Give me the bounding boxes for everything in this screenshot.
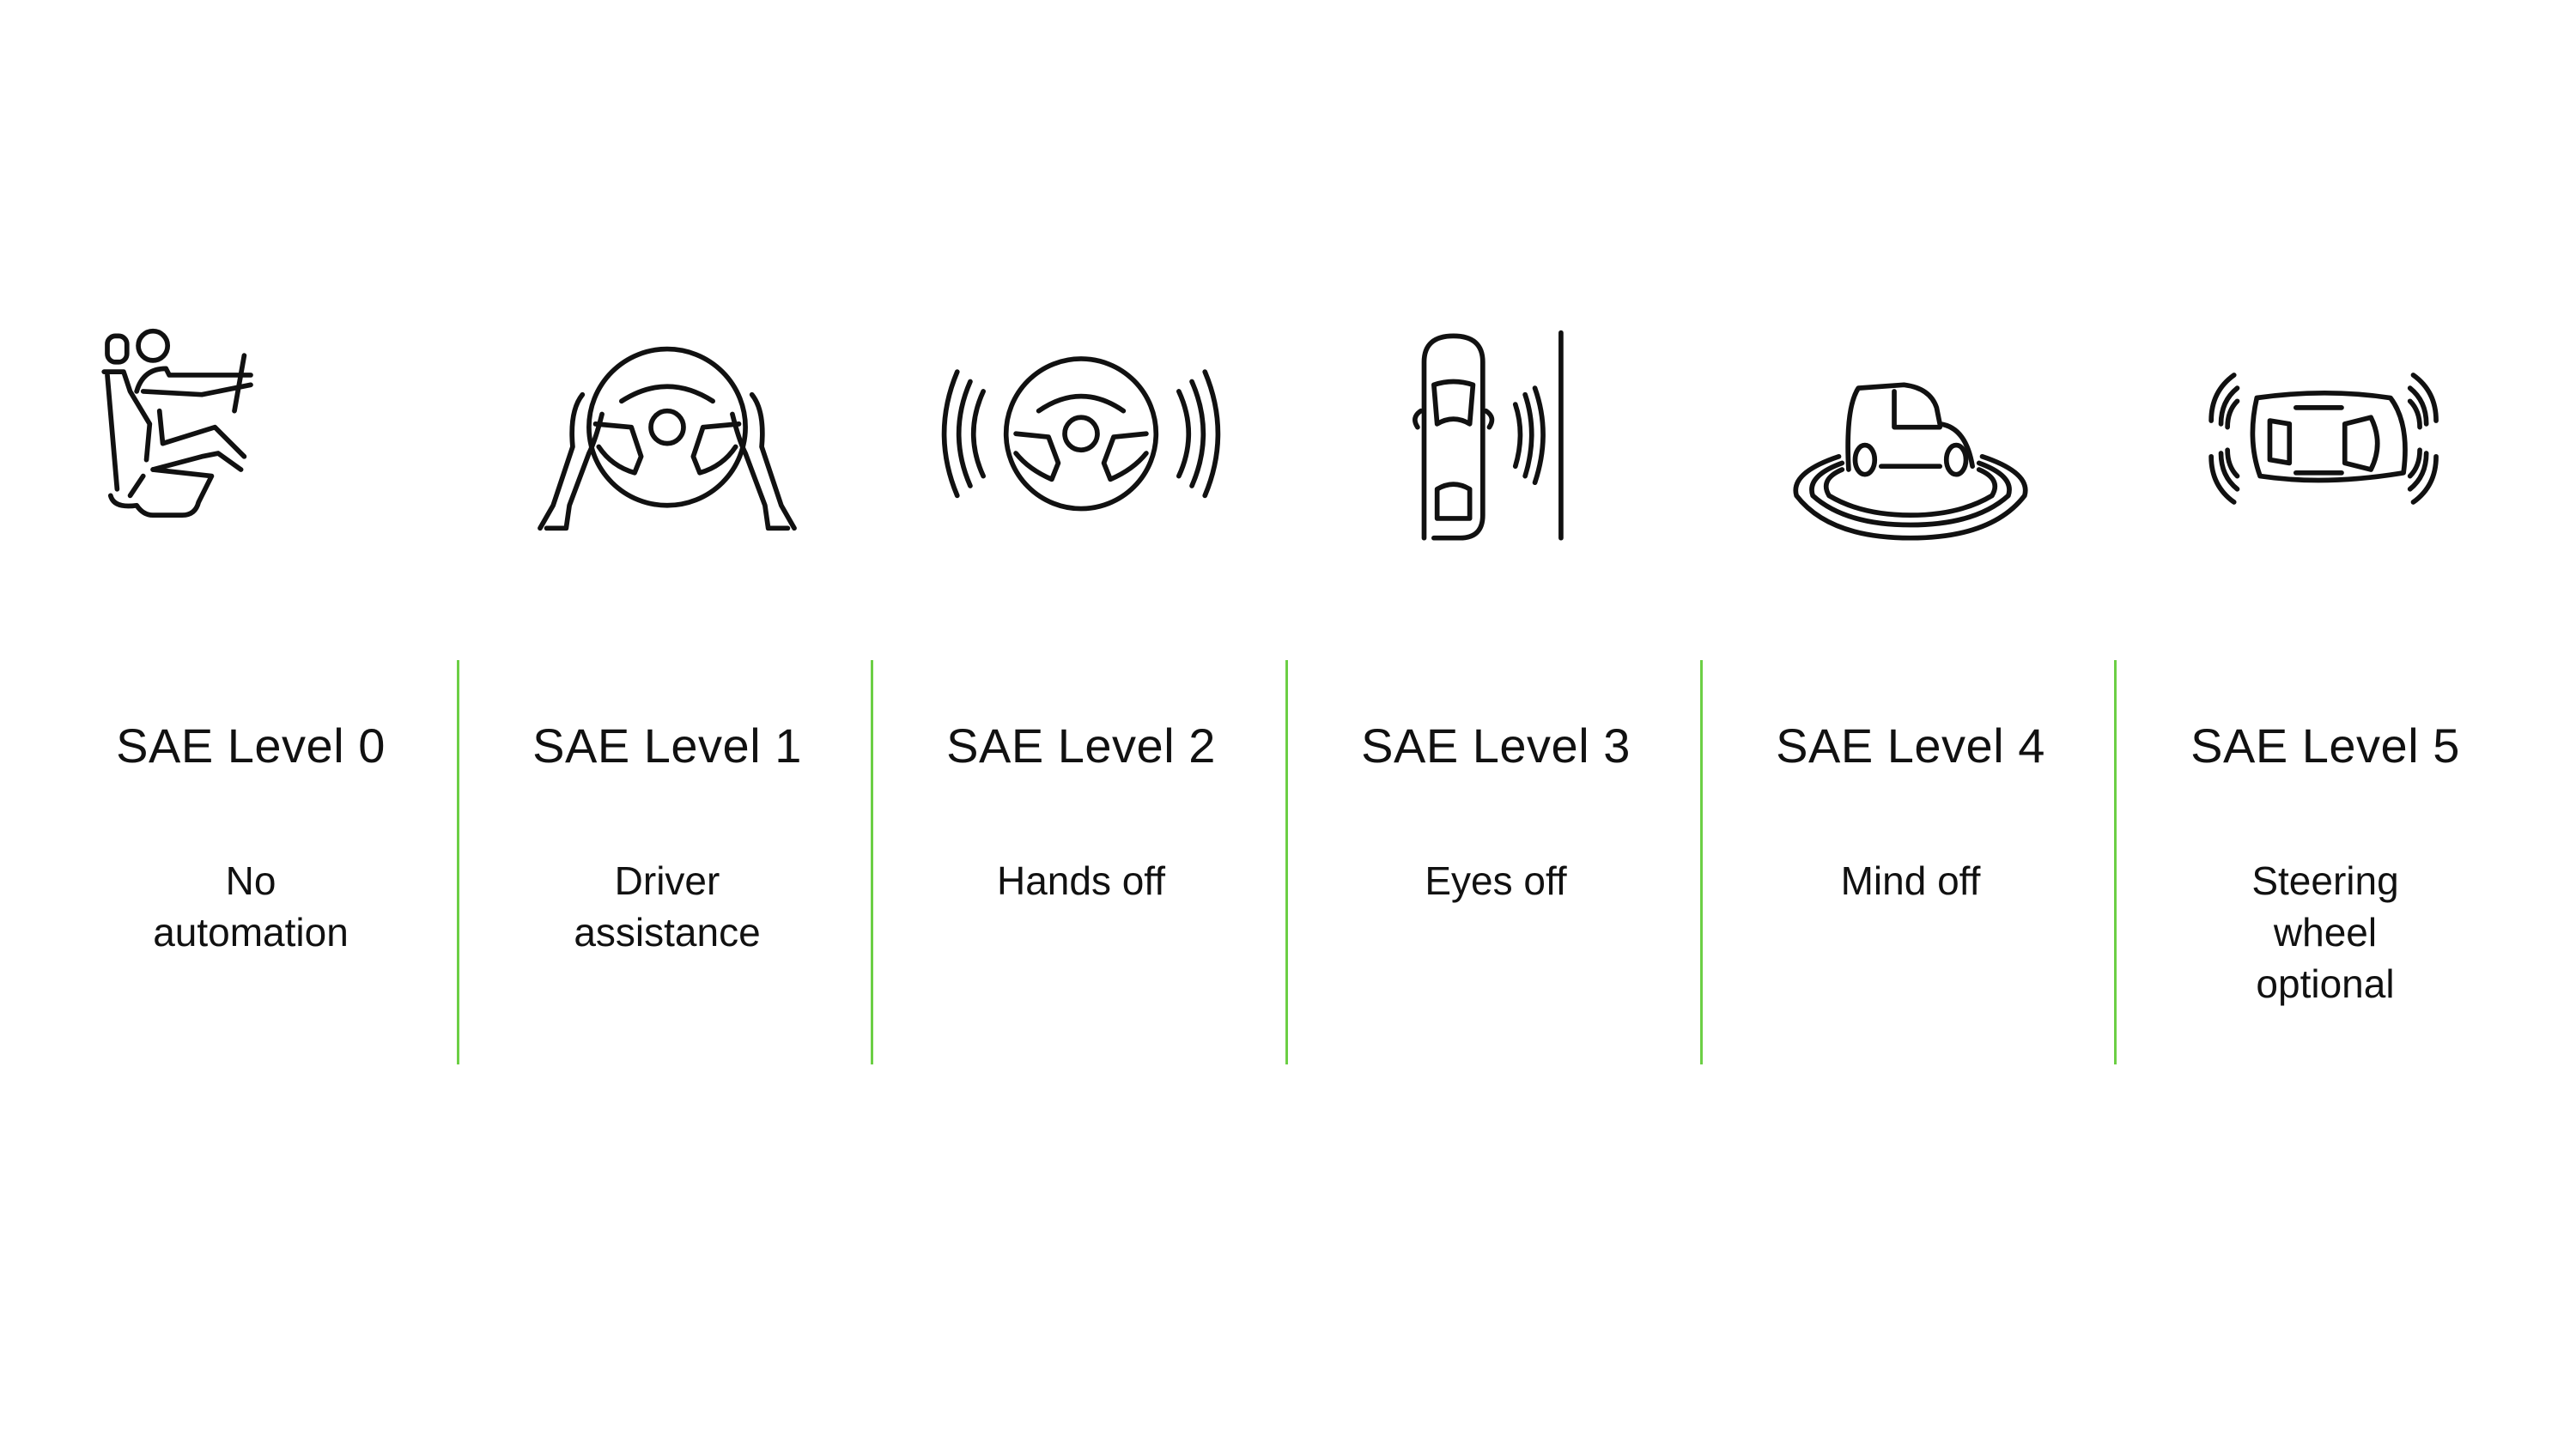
level-column-4: SAE Level 4 Mind off	[1704, 0, 2117, 1449]
description-line: Mind off	[1840, 858, 1981, 903]
hands-on-steering-wheel-icon	[504, 326, 830, 549]
level-column-3: SAE Level 3 Eyes off	[1289, 0, 1703, 1449]
column-divider	[1700, 660, 1703, 1064]
level-title: SAE Level 4	[1776, 718, 2045, 773]
description-line: Hands off	[996, 858, 1166, 903]
level-description: Mind off	[1704, 855, 2117, 906]
description-line: wheel	[2273, 910, 2378, 955]
car-with-rings-icon	[1747, 326, 2074, 549]
column-divider	[2114, 660, 2117, 1064]
steering-wheel-waves-icon	[918, 326, 1244, 549]
description-line: Driver	[614, 858, 720, 903]
description-line: optional	[2256, 961, 2395, 1006]
column-divider	[457, 660, 459, 1064]
column-divider	[871, 660, 873, 1064]
car-top-view-all-sensors-icon	[2162, 326, 2488, 549]
level-column-1: SAE Level 1 Driver assistance	[460, 0, 874, 1449]
driver-seated-icon	[88, 326, 414, 549]
level-description: Hands off	[874, 855, 1288, 906]
level-column-0: SAE Level 0 No automation	[44, 0, 458, 1449]
description-line: Eyes off	[1425, 858, 1567, 903]
level-title: SAE Level 2	[946, 718, 1216, 773]
level-title: SAE Level 5	[2190, 718, 2460, 773]
level-title: SAE Level 0	[116, 718, 386, 773]
level-description: Eyes off	[1289, 855, 1703, 906]
description-line: Steering	[2251, 858, 2399, 903]
level-title: SAE Level 3	[1361, 718, 1631, 773]
car-top-view-sensor-icon	[1333, 326, 1659, 549]
description-line: No	[225, 858, 276, 903]
level-title: SAE Level 1	[532, 718, 802, 773]
level-description: No automation	[44, 855, 458, 958]
description-line: assistance	[574, 910, 761, 955]
level-column-5: SAE Level 5 Steering wheel optional	[2118, 0, 2532, 1449]
level-column-2: SAE Level 2 Hands off	[874, 0, 1288, 1449]
level-description: Steering wheel optional	[2118, 855, 2532, 1009]
column-divider	[1285, 660, 1288, 1064]
level-description: Driver assistance	[460, 855, 874, 958]
description-line: automation	[153, 910, 349, 955]
